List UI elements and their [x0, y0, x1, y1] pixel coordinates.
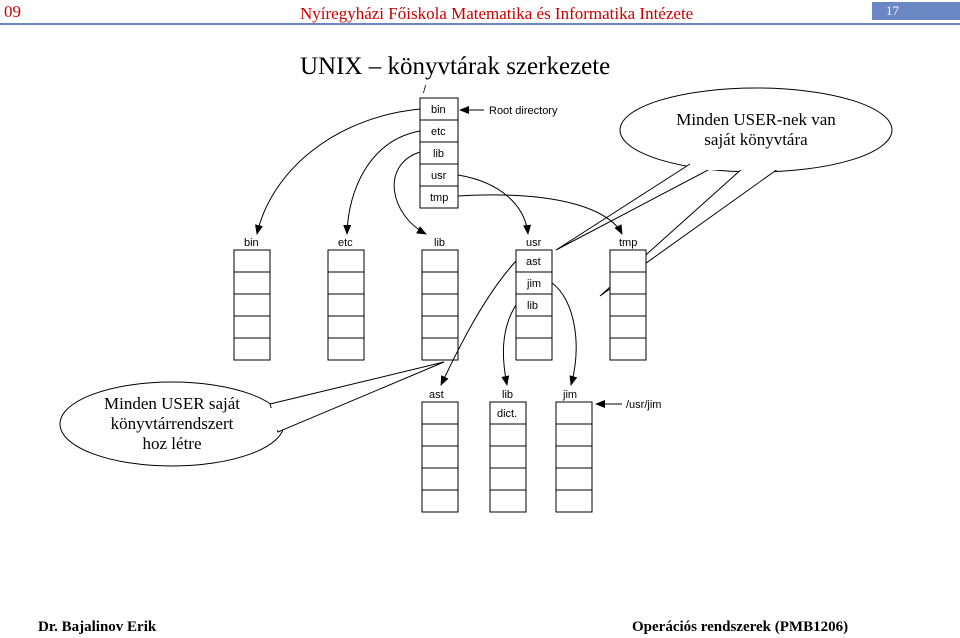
dir-label-lib2: lib	[502, 389, 513, 401]
lib-entry-dict: dict.	[497, 408, 517, 420]
arrow-root-to-bin	[255, 108, 421, 235]
root-annotation: Root directory	[489, 105, 558, 117]
dir-usr: ast jim lib	[515, 249, 553, 361]
dir-jim	[555, 401, 593, 513]
arrow-usr-to-lib	[501, 304, 517, 386]
dir-label-lib: lib	[434, 237, 445, 249]
dir-label-jim: jim	[562, 389, 577, 401]
arrow-usr-to-jim	[551, 282, 578, 386]
header-rule	[0, 23, 960, 25]
root-entry-etc: etc	[431, 126, 446, 138]
root-entry-usr: usr	[431, 170, 447, 182]
dir-usr-lib: dict.	[489, 401, 527, 513]
dir-lib	[421, 249, 459, 361]
root-entry-tmp: tmp	[430, 192, 448, 204]
page-number-badge: 17	[872, 2, 960, 20]
arrow-root-to-etc	[343, 130, 421, 235]
dir-bin	[233, 249, 271, 361]
usr-entry-jim: jim	[526, 278, 541, 290]
callout-bottom-left-line-1: Minden USER saját	[104, 394, 240, 413]
callout-bottom-left-text: Minden USER saját könyvtárrendszert hoz …	[72, 394, 272, 454]
callout-top-right-line-2: saját könyvtára	[704, 130, 808, 149]
callout-bottom-left-line-2: könyvtárrendszert	[110, 414, 234, 433]
dir-tmp	[609, 249, 647, 361]
dir-label-etc: etc	[338, 237, 353, 249]
arrow-root-to-lib	[393, 151, 427, 235]
callout-bottom-left-line-3: hoz létre	[142, 434, 202, 453]
callout-bottom-left	[59, 361, 445, 467]
slide-title: UNIX – könyvtárak szerkezete	[300, 53, 611, 80]
usr-entry-lib: lib	[527, 300, 538, 312]
arrow-root-to-usr	[457, 174, 532, 235]
slide-number: 09	[4, 2, 21, 21]
root-entry-bin: bin	[431, 104, 446, 116]
dir-label-bin: bin	[244, 237, 259, 249]
dir-label-ast: ast	[429, 389, 444, 401]
callout-top-right-text: Minden USER-nek van saját könyvtára	[640, 110, 872, 150]
usr-entry-ast: ast	[526, 256, 541, 268]
dir-etc	[327, 249, 365, 361]
callout-top-right-line-1: Minden USER-nek van	[676, 110, 836, 129]
root-directory: / bin etc lib usr tmp	[419, 84, 459, 209]
callout-top-right	[555, 87, 893, 297]
institution-header: Nyíregyházi Főiskola Matematika és Infor…	[300, 4, 694, 23]
footer-author: Dr. Bajalinov Erik	[38, 619, 157, 635]
dir-label-usr: usr	[526, 237, 542, 249]
footer-course: Operációs rendszerek (PMB1206)	[632, 619, 849, 635]
root-label: /	[423, 84, 427, 96]
root-entry-lib: lib	[433, 148, 444, 160]
jim-path-label: /usr/jim	[626, 399, 661, 411]
dir-ast	[421, 401, 459, 513]
arrow-root-to-tmp	[457, 194, 623, 235]
dir-label-tmp: tmp	[619, 237, 637, 249]
arrow-usr-to-ast	[440, 260, 517, 386]
